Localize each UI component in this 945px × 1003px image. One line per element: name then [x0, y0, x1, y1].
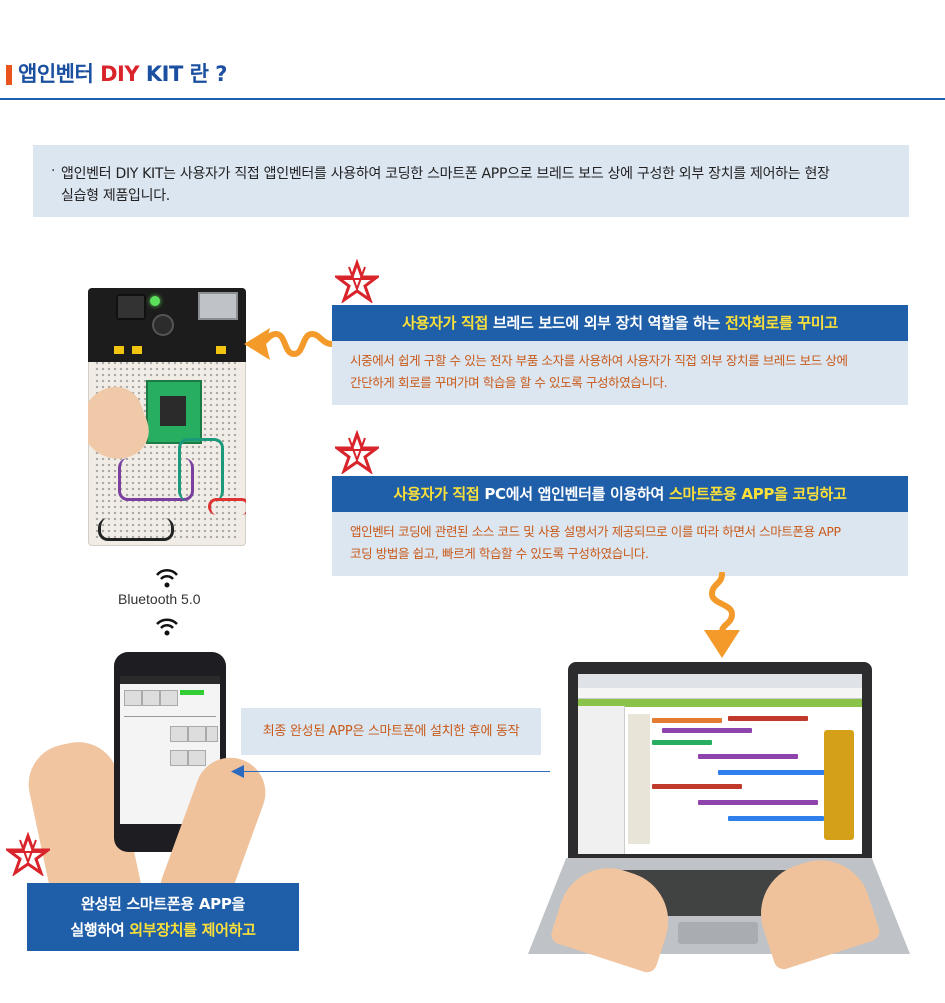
capacitor — [152, 314, 174, 336]
section1-heading: 사용자가 직접 브레드 보드에 외부 장치 역할을 하는 전자회로를 꾸미고 — [332, 305, 908, 341]
code-block — [662, 728, 752, 733]
connected-indicator — [180, 690, 204, 695]
section2-heading: 사용자가 직접 PC에서 앱인벤터를 이용하여 스마트폰용 APP을 코딩하고 — [332, 476, 908, 512]
intro-bullet: · — [51, 163, 56, 179]
code-block — [728, 716, 808, 721]
orange-down-arrow-icon — [704, 572, 740, 658]
code-block — [652, 740, 712, 745]
module-chip — [160, 396, 186, 426]
final-line2-prefix: 실행하여 — [70, 921, 130, 939]
app-button — [170, 726, 188, 742]
screen-divider — [124, 716, 216, 717]
note-arrow-line — [240, 771, 550, 772]
laptop-touchpad — [678, 922, 758, 944]
purple-wire — [118, 458, 194, 501]
section1-heading-hl2: 전자회로를 꾸미고 — [724, 314, 838, 332]
orange-squiggle-arrow-icon — [244, 328, 334, 360]
power-led — [150, 296, 160, 306]
intro-text-line1: 앱인벤터 DIY KIT는 사용자가 직접 앱인벤터를 사용하여 코딩한 스마트… — [61, 166, 830, 182]
breadboard-image — [88, 288, 246, 546]
section1-description: 시중에서 쉽게 구할 수 있는 전자 부품 소자를 사용하여 사용자가 직접 외… — [332, 341, 908, 405]
app-button — [206, 726, 218, 742]
star-icon — [335, 259, 379, 303]
app-button — [188, 726, 206, 742]
final-line2-highlight: 외부장치를 제어하고 — [129, 921, 256, 939]
wifi-signal-icon — [156, 618, 178, 636]
jumper — [114, 346, 124, 354]
browser-addressbar — [578, 688, 862, 699]
black-wire — [98, 518, 174, 541]
star-icon — [335, 430, 379, 474]
code-block — [698, 800, 818, 805]
section1-heading-mid: 브레드 보드에 외부 장치 역할을 하는 — [488, 314, 725, 332]
intro-box: · 앱인벤터 DIY KIT는 사용자가 직접 앱인벤터를 사용하여 코딩한 스… — [33, 145, 909, 217]
bluetooth-label: Bluetooth 5.0 — [118, 591, 201, 607]
page-title: 앱인벤터 DIY KIT 란 ? — [18, 58, 227, 88]
title-suffix: KIT 란 ? — [139, 62, 228, 86]
dc-jack — [116, 294, 146, 320]
jumper — [216, 346, 226, 354]
code-block — [652, 718, 722, 723]
section2-description: 앱인벤터 코딩에 관련된 소스 코드 및 사용 설명서가 제공되므로 이를 따라… — [332, 512, 908, 576]
jumper — [132, 346, 142, 354]
intro-text-line2: 실습형 제품입니다. — [61, 188, 170, 204]
browser-tabbar — [578, 674, 862, 688]
red-wire — [208, 498, 246, 515]
final-line1: 완성된 스마트폰용 APP을 — [80, 895, 246, 913]
code-block — [728, 816, 824, 821]
install-note: 최종 완성된 APP은 스마트폰에 설치한 후에 동작 — [241, 708, 541, 755]
left-arrow-head-icon — [231, 765, 244, 778]
power-module — [88, 288, 246, 362]
workspace-column — [628, 714, 650, 844]
laptop-image — [568, 662, 872, 862]
code-block — [652, 784, 742, 789]
bluetooth-module — [146, 380, 202, 444]
code-block — [718, 770, 828, 775]
code-block — [698, 754, 798, 759]
app-button — [124, 690, 142, 706]
section2-desc-line1: 앱인벤터 코딩에 관련된 소스 코드 및 사용 설명서가 제공되므로 이를 따라… — [350, 524, 841, 539]
final-line2: 실행하여 외부장치를 제어하고 — [27, 917, 299, 943]
title-diy: DIY — [100, 62, 140, 86]
signal-waves-icon — [156, 569, 178, 588]
title-accent-bar — [6, 65, 12, 85]
app-button — [160, 690, 178, 706]
green-wire — [178, 438, 224, 501]
section2-desc-line2: 코딩 방법을 쉽고, 빠르게 학습할 수 있도록 구성하였습니다. — [350, 546, 649, 561]
app-button — [170, 750, 188, 766]
block-group — [824, 730, 854, 840]
header-divider — [0, 98, 945, 100]
app-button — [188, 750, 206, 766]
title-prefix: 앱인벤터 — [18, 62, 101, 86]
section1-heading-hl1: 사용자가 직접 — [402, 314, 489, 332]
phone-statusbar — [120, 676, 220, 684]
app-button — [142, 690, 160, 706]
intro-text: 앱인벤터 DIY KIT는 사용자가 직접 앱인벤터를 사용하여 코딩한 스마트… — [61, 163, 891, 207]
final-box: 완성된 스마트폰용 APP을 실행하여 외부장치를 제어하고 — [27, 883, 299, 951]
laptop-screen — [578, 674, 862, 854]
section1-desc-line1: 시중에서 쉽게 구할 수 있는 전자 부품 소자를 사용하여 사용자가 직접 외… — [350, 353, 848, 368]
section2-heading-mid: PC에서 앱인벤터를 이용하여 — [479, 485, 669, 503]
blocks-palette — [578, 706, 625, 854]
star-icon — [6, 832, 50, 876]
section2-heading-hl2: 스마트폰용 APP을 코딩하고 — [668, 485, 847, 503]
section2-heading-hl1: 사용자가 직접 — [393, 485, 480, 503]
section1-desc-line2: 간단하게 회로를 꾸며가며 학습을 할 수 있도록 구성하였습니다. — [350, 375, 668, 390]
appinventor-toolbar — [578, 699, 862, 707]
usb-port — [198, 292, 238, 320]
